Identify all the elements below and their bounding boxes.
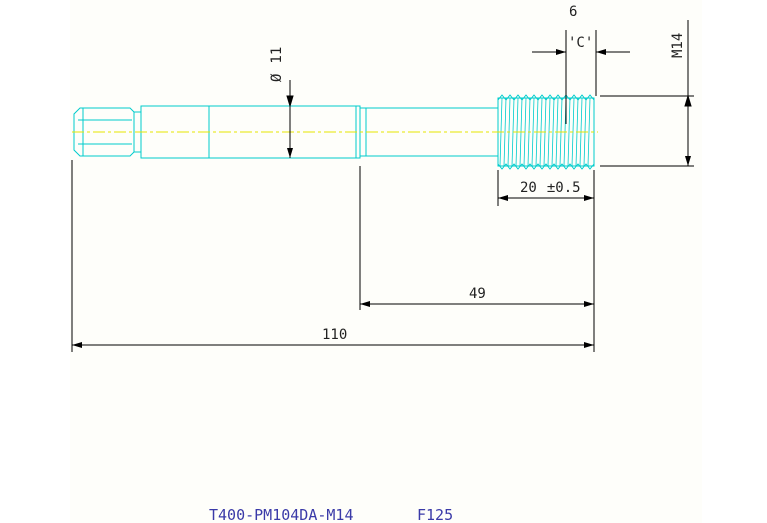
thread-size-label: M14 bbox=[670, 33, 686, 58]
thread-pitch-label: 6 bbox=[569, 4, 577, 20]
thread-crests-bottom bbox=[497, 163, 595, 170]
diameter-label: Ø11 bbox=[269, 47, 285, 82]
shaft-part bbox=[73, 94, 595, 170]
thread-length-label: 20±0.5 bbox=[520, 180, 581, 196]
part-number: T400-PM104DA-M14 bbox=[209, 506, 354, 523]
hex-end bbox=[73, 107, 135, 157]
thread-callout-label: 'C' bbox=[568, 35, 593, 51]
drawing-paper bbox=[70, 0, 702, 523]
drawing-code: F125 bbox=[417, 506, 453, 523]
overall-length-label: 110 bbox=[322, 327, 347, 343]
shoulder-length-label: 49 bbox=[469, 286, 486, 302]
dimension-lines bbox=[71, 20, 694, 352]
